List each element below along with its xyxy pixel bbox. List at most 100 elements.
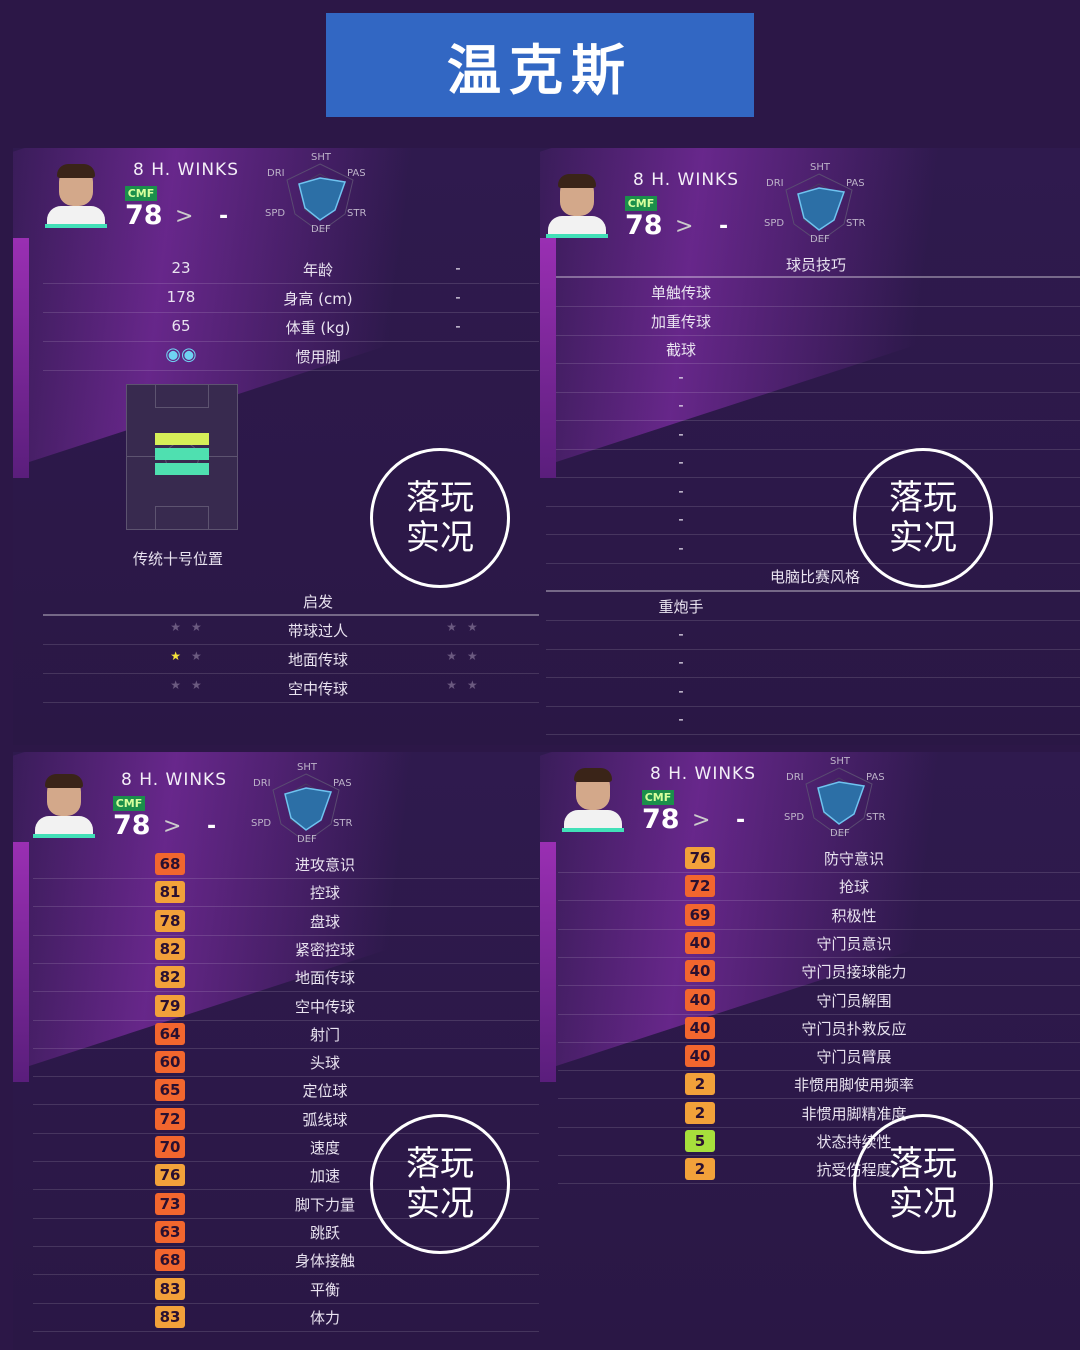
chevron-right-icon[interactable]: >: [692, 808, 711, 833]
stat-value-badge: 5: [685, 1130, 715, 1152]
player-skill-label: 截球: [665, 341, 696, 359]
stat-value-badge: 40: [685, 988, 715, 1011]
player-skill-row: -: [546, 364, 1080, 393]
radar-label-pas: PAS: [866, 772, 885, 783]
rating-change: -: [219, 204, 229, 229]
stat-label: 非惯用脚使用频率: [793, 1076, 914, 1095]
stat-value-badge: 76: [685, 847, 715, 869]
player-skill-row: -: [546, 449, 1080, 478]
player-avatar: [562, 768, 624, 832]
stat-value-badge: 65: [155, 1079, 185, 1102]
stat-value-badge: 70: [155, 1136, 185, 1158]
radar-label-str: STR: [333, 818, 353, 829]
stat-label: 加速: [309, 1167, 340, 1186]
radar-label-sht: SHT: [297, 762, 317, 773]
radar-label-def: DEF: [297, 834, 317, 845]
chevron-right-icon[interactable]: >: [675, 214, 694, 239]
watermark-line2: 实况: [406, 518, 474, 558]
stat-value-badge: 68: [155, 853, 185, 875]
stat-label: 守门员扑救反应: [801, 1019, 907, 1038]
watermark-stamp: 落玩实况: [370, 448, 510, 588]
chevron-right-icon[interactable]: >: [163, 814, 182, 839]
info-value: 65: [171, 317, 191, 335]
stat-value-badge: 72: [685, 875, 715, 898]
stat-value-badge: 83: [155, 1277, 185, 1300]
chevron-right-icon[interactable]: >: [175, 204, 194, 229]
info-extra: -: [455, 259, 461, 277]
player-avatar: [33, 774, 95, 838]
star-rating-right: ★★: [446, 649, 488, 663]
stat-value-badge: 81: [155, 881, 185, 904]
ai-style-row: -: [546, 706, 1080, 735]
star-rating-right: ★★: [446, 620, 488, 634]
player-skill-label: -: [678, 396, 684, 414]
player-skill-label: 单触传球: [650, 284, 711, 302]
stat-label: 守门员臂展: [816, 1048, 892, 1067]
stat-value-badge: 40: [685, 931, 715, 954]
player-skill-label: 加重传球: [650, 312, 711, 331]
player-skill-label: -: [678, 510, 684, 528]
radar-label-dri: DRI: [766, 178, 784, 189]
overall-rating: 78: [642, 804, 680, 835]
stat-label: 控球: [309, 884, 340, 903]
stat-value-badge: 64: [155, 1022, 185, 1045]
stat-label: 射门: [309, 1025, 340, 1044]
page-title: 温克斯: [447, 38, 633, 102]
player-name: 8 H. WINKS: [121, 770, 227, 790]
skill-label: 地面传球: [287, 651, 348, 669]
stat-value-badge: 76: [155, 1164, 185, 1187]
info-row: ◉◉惯用脚: [43, 342, 539, 371]
stat-row: 40 守门员臂展: [558, 1042, 1080, 1072]
stat-value-badge: 73: [155, 1192, 185, 1215]
ai-style-label: -: [678, 710, 684, 728]
ai-style-row: -: [546, 678, 1080, 707]
radar-label-spd: SPD: [265, 208, 286, 219]
stat-label: 盘球: [309, 912, 340, 931]
info-label: 惯用脚: [295, 348, 341, 366]
watermark-line2: 实况: [889, 1184, 957, 1224]
info-label: 体重 (kg): [285, 319, 351, 337]
rating-change: -: [736, 808, 746, 833]
ai-style-header: 电脑比赛风格: [770, 568, 861, 586]
skills-header: 球员技巧: [786, 256, 847, 274]
radar-label-sht: SHT: [810, 162, 830, 173]
ai-style-row: -: [546, 621, 1080, 650]
ai-style-label: 重炮手: [658, 598, 704, 616]
player-skill-label: -: [678, 481, 684, 500]
stat-label: 弧线球: [302, 1110, 348, 1129]
ai-style-label: -: [678, 681, 684, 700]
player-skill-row: 单触传球: [546, 278, 1080, 307]
overall-rating: 78: [625, 210, 663, 241]
skill-label: 带球过人: [287, 622, 348, 640]
watermark-line2: 实况: [406, 1184, 474, 1224]
skill-row: ★★地面传球★★: [43, 645, 539, 674]
player-skill-row: -: [546, 506, 1080, 535]
stat-value-badge: 40: [685, 1045, 715, 1068]
stat-label: 抢球: [838, 878, 869, 897]
stat-row: 81 控球: [33, 878, 539, 908]
stat-label: 头球: [309, 1054, 340, 1073]
player-skill-row: 截球: [546, 335, 1080, 364]
stat-label: 地面传球: [294, 969, 355, 988]
stat-label: 身体接触: [294, 1252, 355, 1271]
star-rating-left: ★★: [170, 678, 212, 692]
position-zone: [155, 433, 209, 445]
watermark-line1: 落玩: [406, 1144, 474, 1184]
ai-style-row: 重炮手: [546, 592, 1080, 621]
